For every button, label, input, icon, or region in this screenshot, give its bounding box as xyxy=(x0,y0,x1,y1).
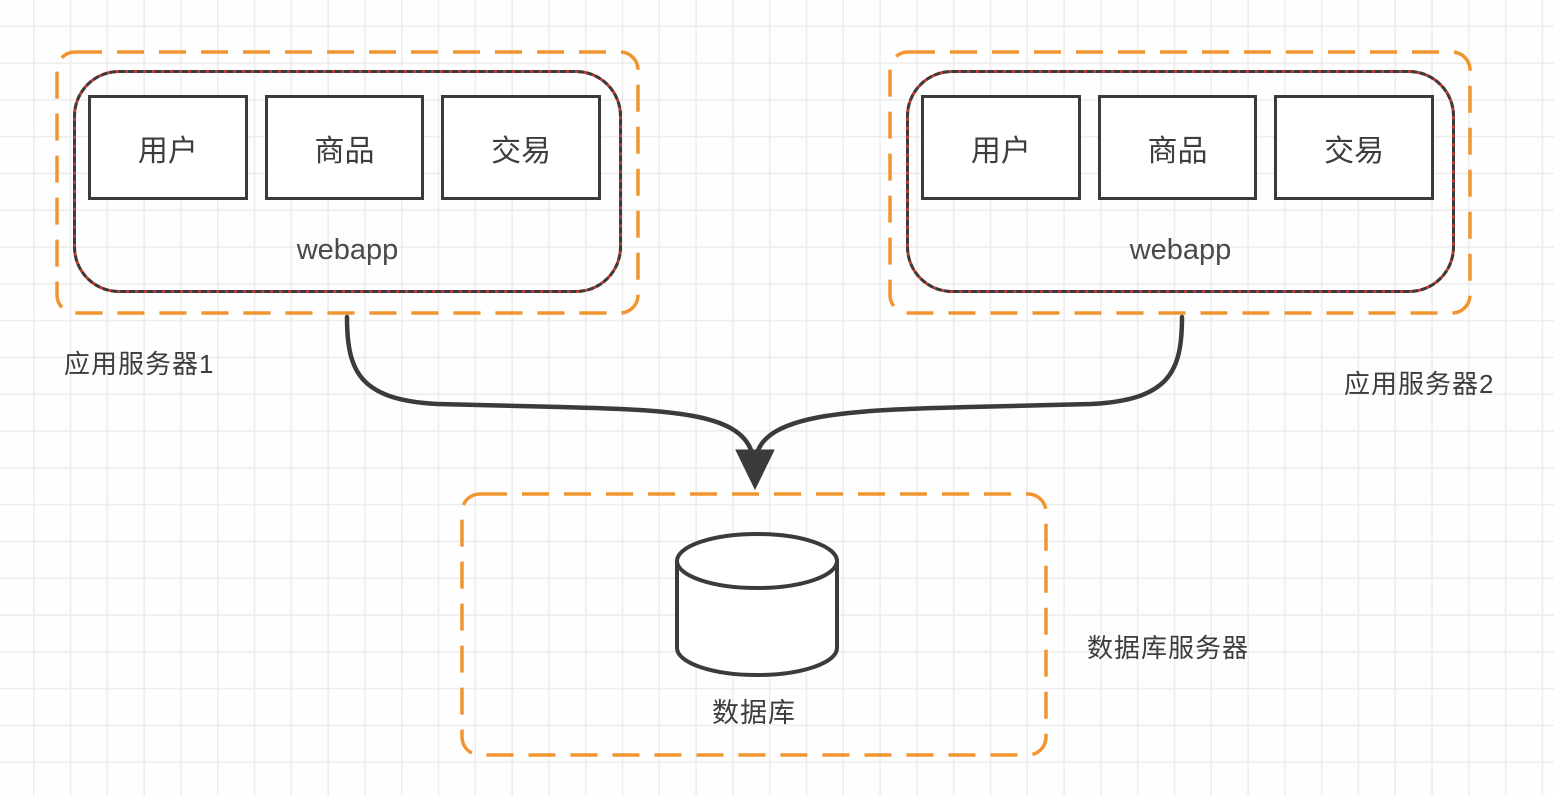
webapp-box-2: 用户 商品 交易 webapp xyxy=(906,70,1455,293)
app-server-1-label: 应用服务器1 xyxy=(64,349,215,379)
module-row: 用户 商品 交易 xyxy=(88,95,602,200)
arrow-from-server-2 xyxy=(754,314,1185,456)
module-box-user: 用户 xyxy=(88,95,248,200)
webapp-box-1: 用户 商品 交易 webapp xyxy=(73,70,622,293)
app-server-1-group: 用户 商品 交易 webapp xyxy=(55,50,640,315)
app-server-2-group: 用户 商品 交易 webapp xyxy=(888,50,1472,315)
app-server-2-dashed-outline xyxy=(888,50,1472,315)
database-dashed-outline xyxy=(460,492,1048,757)
database-server-label: 数据库服务器 xyxy=(1087,633,1250,663)
database-server-group: 数据库 xyxy=(460,492,1048,757)
webapp-label: webapp xyxy=(1129,234,1232,266)
module-box-trade: 交易 xyxy=(1274,95,1435,200)
arrowhead-icon xyxy=(735,449,775,491)
module-box-product: 商品 xyxy=(1097,95,1258,200)
module-row: 用户 商品 交易 xyxy=(921,95,1435,200)
arrow-from-server-1 xyxy=(344,314,755,456)
database-node-label: 数据库 xyxy=(712,697,796,728)
app-server-2-label: 应用服务器2 xyxy=(1344,369,1495,399)
app-server-1-dashed-outline xyxy=(55,50,640,315)
database-cylinder-icon xyxy=(675,532,839,677)
module-box-product: 商品 xyxy=(264,95,425,200)
module-box-trade: 交易 xyxy=(441,95,602,200)
module-box-user: 用户 xyxy=(921,95,1081,200)
webapp-label: webapp xyxy=(296,234,399,266)
